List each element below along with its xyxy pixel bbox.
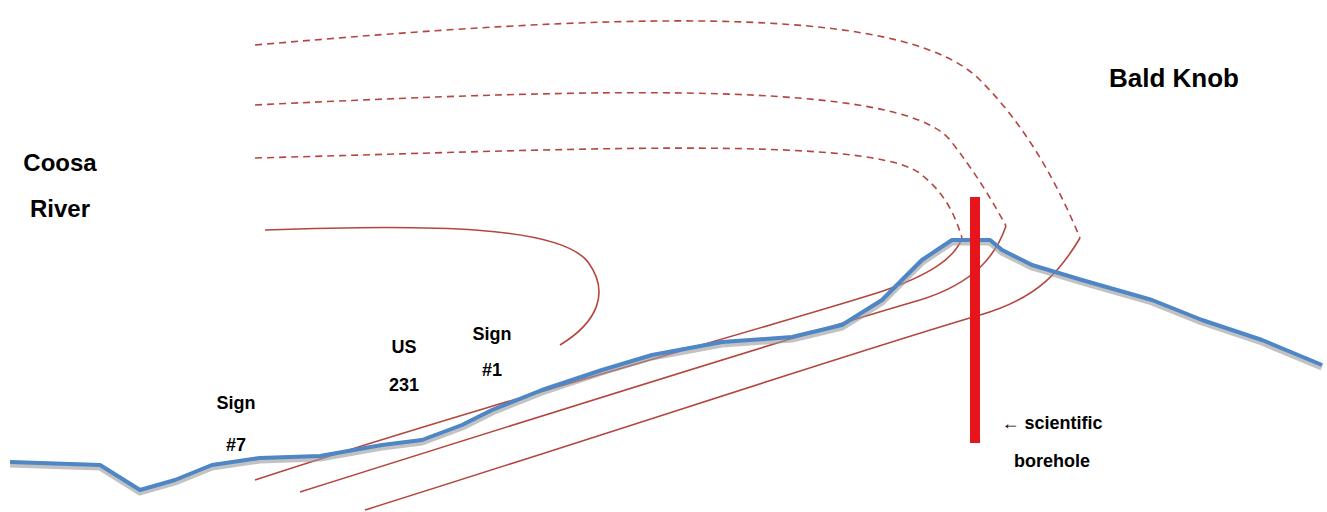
- borehole-label: ← scientific borehole: [988, 404, 1116, 480]
- rock-bed: [255, 238, 962, 480]
- eroded-strata: [255, 21, 1080, 238]
- eroded-bed: [255, 93, 1006, 226]
- summit-label: Bald Knob: [1084, 62, 1264, 94]
- sign-label: Sign #7: [208, 382, 264, 466]
- road-label: US 231: [380, 328, 428, 404]
- borehole: [970, 197, 980, 443]
- eroded-bed: [255, 148, 962, 238]
- ground-shadow: [10, 242, 1322, 492]
- river-label: Coosa River: [14, 140, 106, 232]
- eroded-bed: [255, 21, 1080, 238]
- sign-label: Sign #1: [464, 316, 520, 388]
- rock-strata: [255, 226, 1080, 510]
- fold-bed: [265, 227, 599, 345]
- ground-surface: [10, 240, 1322, 490]
